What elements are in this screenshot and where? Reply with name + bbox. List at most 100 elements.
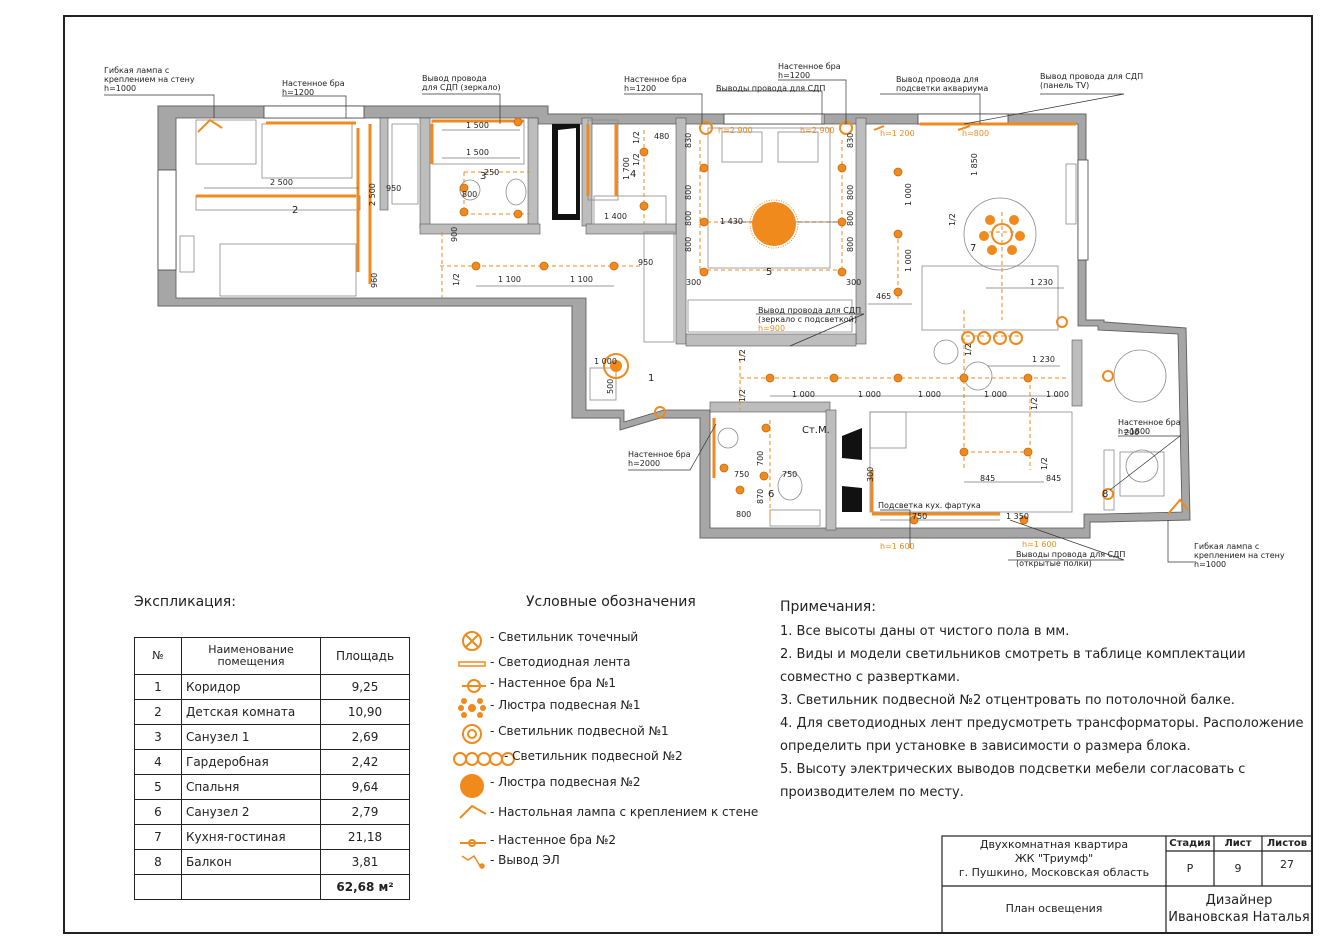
spot-light-icon xyxy=(699,267,709,277)
callout-line: подсветки аквариума xyxy=(896,84,989,93)
chandelier-2-icon xyxy=(460,774,484,798)
callout-sconce-2: Настенное бра h=1200 xyxy=(624,75,687,93)
callout-line: h=900 xyxy=(758,324,786,333)
callout-line: Гибкая лампа с xyxy=(104,66,170,75)
pendant-1 xyxy=(603,353,629,379)
callout-line: креплением на стену xyxy=(1194,551,1285,560)
notes-title: Примечания: xyxy=(780,599,876,615)
dimension-label: 300 xyxy=(846,278,862,287)
dimension-label: 1 100 xyxy=(570,275,593,284)
callout-line: креплением на стену xyxy=(104,75,195,84)
room-name: Детская комната xyxy=(181,699,321,725)
spot-light-icon xyxy=(759,471,769,481)
dimension-label: 1 500 xyxy=(466,121,489,130)
height-label: h=1 600 xyxy=(880,542,915,551)
dimension-label: 800 xyxy=(846,210,855,226)
dining-table xyxy=(963,197,1037,271)
half-marker: 1/2 xyxy=(738,349,747,362)
note-line: 3. Светильник подвесной №2 отцентровать … xyxy=(780,693,1235,708)
spot-light-icon xyxy=(1023,447,1033,457)
callout-line: Гибкая лампа с xyxy=(1194,542,1260,551)
closet-label: Ст.М. xyxy=(802,425,830,436)
legend-label: - Люстра подвесная №2 xyxy=(490,775,641,789)
row-number: 4 xyxy=(134,749,182,775)
explication-title: Экспликация: xyxy=(134,594,236,610)
chandelier-2 xyxy=(749,199,799,249)
note-line: совместно с развертками. xyxy=(780,670,960,685)
spot-light-icon xyxy=(837,267,847,277)
sofa xyxy=(921,265,1059,331)
sheet-number: 9 xyxy=(1234,862,1242,875)
total-area: 62,68 м² xyxy=(320,874,410,900)
floor-plan xyxy=(104,79,1194,563)
row-number: 2 xyxy=(134,699,182,725)
balcony-desk xyxy=(1119,451,1165,497)
legend-label: - Настольная лампа с креплением к стене xyxy=(490,805,759,819)
spot-light-icon xyxy=(761,423,771,433)
spot-light-icon xyxy=(719,463,729,473)
half-marker: 1/2 xyxy=(1040,457,1049,470)
row-number: 5 xyxy=(134,774,182,800)
callout-aquarium: Вывод провода для подсветки аквариума xyxy=(896,75,988,93)
callout-line: (открытые полки) xyxy=(1016,559,1092,568)
col-area: Площадь xyxy=(320,637,410,675)
table-header-row: № Наименование помещения Площадь xyxy=(134,637,410,675)
spot-light-icon xyxy=(829,373,839,383)
dimension-label: 800 xyxy=(736,510,752,519)
spot-light-icon xyxy=(959,373,969,383)
dimension-label: 800 xyxy=(846,184,855,200)
dimension-label: 830 xyxy=(846,132,855,148)
furniture xyxy=(179,119,1167,527)
total-blank xyxy=(181,874,321,900)
room-area: 10,90 xyxy=(320,699,410,725)
room-name: Балкон xyxy=(181,849,321,875)
leader-lines xyxy=(104,79,1194,563)
dimension-label: 800 xyxy=(684,210,693,226)
dimension-label: 950 xyxy=(638,258,654,267)
note-line: 5. Высоту электрических выводов подсветк… xyxy=(780,762,1246,777)
note-line: 1. Все высоты даны от чистого пола в мм. xyxy=(780,624,1070,639)
dimension-label: 1 230 xyxy=(1032,355,1055,364)
callout-line: h=2000 xyxy=(628,459,661,468)
room-area: 2,69 xyxy=(320,724,410,750)
callout-line: Настенное бра xyxy=(624,75,687,84)
dimension-label: 300 xyxy=(686,278,702,287)
height-label: h=800 xyxy=(962,129,990,138)
designer-role: Дизайнер xyxy=(1205,893,1273,908)
dimension-label: 845 xyxy=(1046,474,1062,483)
dimension-label: 480 xyxy=(654,132,670,141)
legend-label: - Светодиодная лента xyxy=(490,655,631,669)
room-number: 1 xyxy=(648,373,655,384)
pendant-2-icon xyxy=(453,752,515,766)
spot-light-icon xyxy=(1019,515,1029,525)
legend-label: - Люстра подвесная №1 xyxy=(490,698,641,712)
room-number: 8 xyxy=(1102,489,1109,500)
dimension-label: 950 xyxy=(386,184,402,193)
callout-line: Выводы провода для СДП xyxy=(1016,550,1126,559)
note-line: 2. Виды и модели светильников смотреть в… xyxy=(780,647,1246,662)
legend-title: Условные обозначения xyxy=(526,594,696,610)
room-name: Спальня xyxy=(181,774,321,800)
room-number: 3 xyxy=(480,171,487,182)
callout-line: h=1800 xyxy=(1118,427,1151,436)
callout-line: h=1200 xyxy=(282,88,315,97)
half-marker: 1/2 xyxy=(452,273,461,286)
legend-label: - Настенное бра №2 xyxy=(490,833,617,847)
dimension-label: 465 xyxy=(876,292,892,301)
spot-light-icon xyxy=(609,261,619,271)
room-number: 2 xyxy=(292,205,299,216)
callout-open-shelves: Выводы провода для СДП (открытые полки) xyxy=(1016,550,1125,568)
room-area: 21,18 xyxy=(320,824,410,850)
dimension-label: 1 000 xyxy=(594,357,617,366)
dimension-label: 800 xyxy=(684,236,693,252)
room-name: Санузел 1 xyxy=(181,724,321,750)
dimension-label: 2 500 xyxy=(270,178,293,187)
callout-flex-lamp-1: Гибкая лампа с креплением на стену h=100… xyxy=(104,66,195,93)
callout-line: h=1200 xyxy=(624,84,657,93)
dimension-label: 250 xyxy=(484,168,500,177)
dimension-label: 1 350 xyxy=(1006,512,1029,521)
